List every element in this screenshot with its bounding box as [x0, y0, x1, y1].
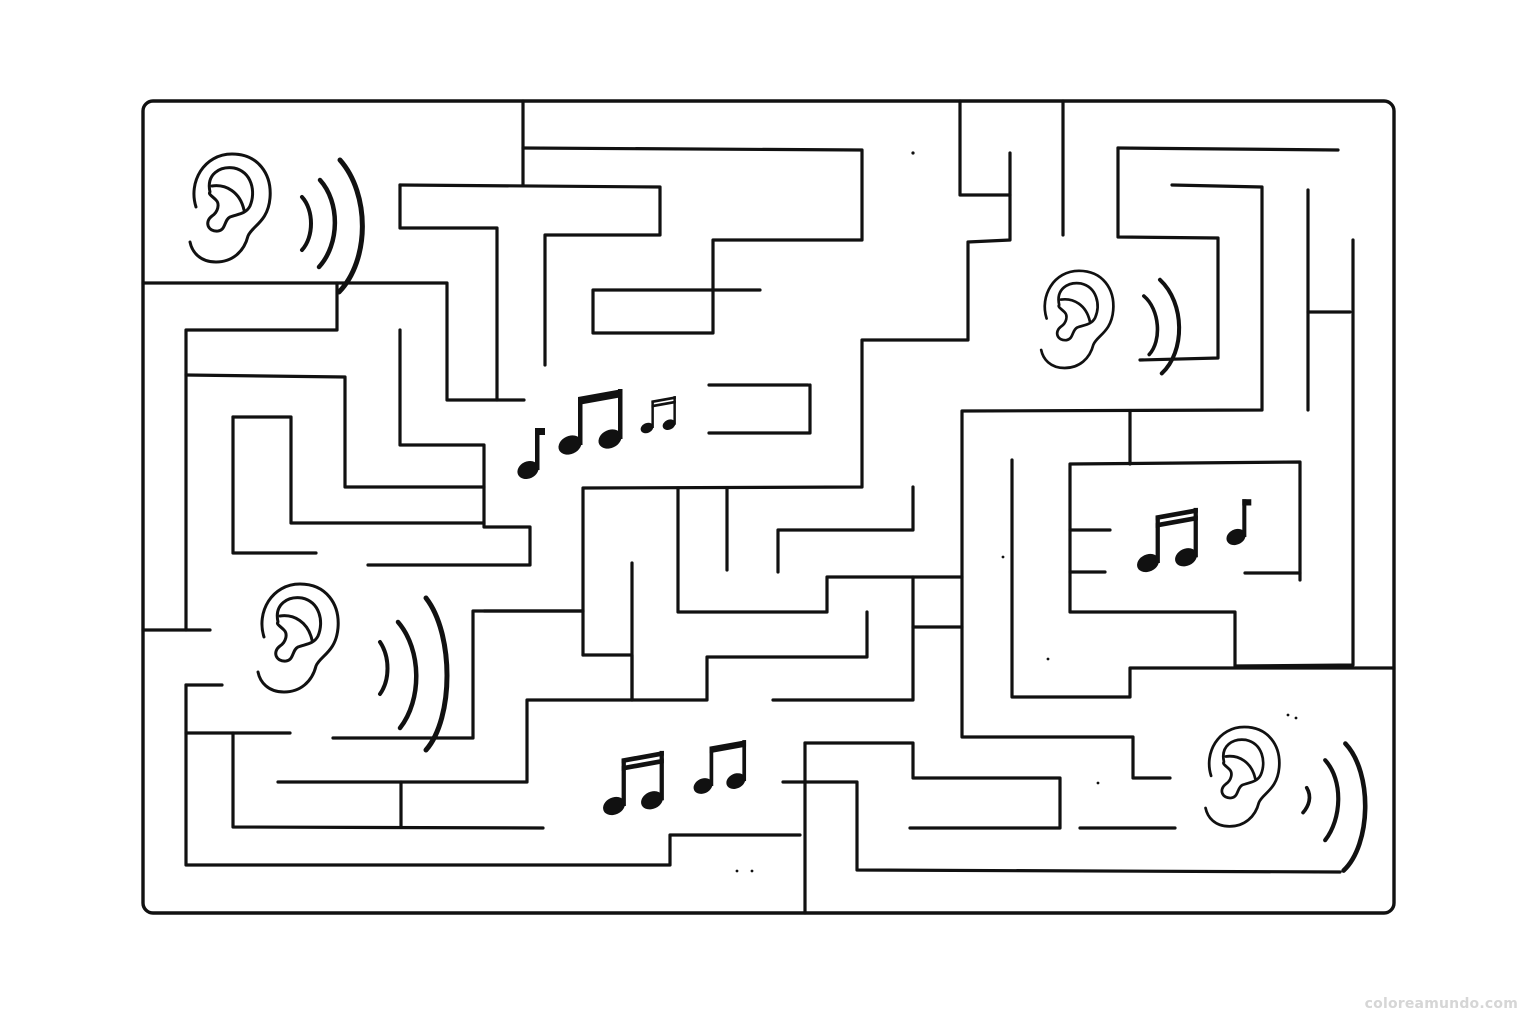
music-notes-bottom-center [600, 740, 748, 819]
maze-wall [781, 780, 1342, 874]
maze-wall [184, 683, 802, 867]
maze-wall [276, 780, 403, 829]
maze-wall [231, 415, 486, 525]
maze-wall [184, 373, 532, 567]
maze-wall [521, 146, 864, 335]
maze-wall [771, 575, 915, 702]
maze-wall [231, 731, 545, 830]
maze-wall [398, 183, 662, 367]
maze-wall [184, 281, 339, 632]
maze-wall [1068, 238, 1355, 668]
music-notes-right-middle [1134, 499, 1252, 576]
maze-wall [1010, 458, 1396, 699]
maze-wall [676, 486, 964, 614]
ear-icon-top-left [188, 152, 365, 295]
maze-wall [398, 183, 499, 402]
stray-dot [1046, 657, 1050, 661]
maze-wall [399, 610, 869, 784]
stray-dot [735, 869, 739, 873]
ear-icon-top-right [1039, 269, 1182, 376]
maze-wall [231, 415, 318, 555]
maze-wall [707, 383, 812, 435]
stray-dot [1001, 555, 1005, 559]
maze-wall [1116, 146, 1220, 362]
maze-wall [803, 741, 1062, 830]
maze-wall [141, 281, 526, 402]
stray-dot [1294, 716, 1298, 720]
maze-wall [398, 328, 486, 489]
maze-walls [141, 99, 1396, 915]
maze-wall [958, 99, 1012, 197]
stray-dots [735, 151, 1298, 873]
ear-icon-middle-left [256, 582, 450, 753]
watermark-text: coloreamundo.com [1364, 996, 1518, 1012]
ear-icon-bottom-right [1204, 725, 1368, 873]
maze-wall [581, 151, 1012, 657]
maze-wall [331, 609, 585, 740]
maze-wall [960, 183, 1264, 780]
maze-wall [776, 485, 915, 574]
music-notes-center-top [514, 389, 678, 483]
stray-dot [750, 869, 754, 873]
stray-dot [911, 151, 915, 155]
stray-dot [1286, 713, 1290, 717]
stray-dot [1096, 781, 1100, 785]
maze-wall [1116, 146, 1340, 152]
maze-frame [141, 99, 1396, 915]
maze-wall [581, 653, 634, 702]
